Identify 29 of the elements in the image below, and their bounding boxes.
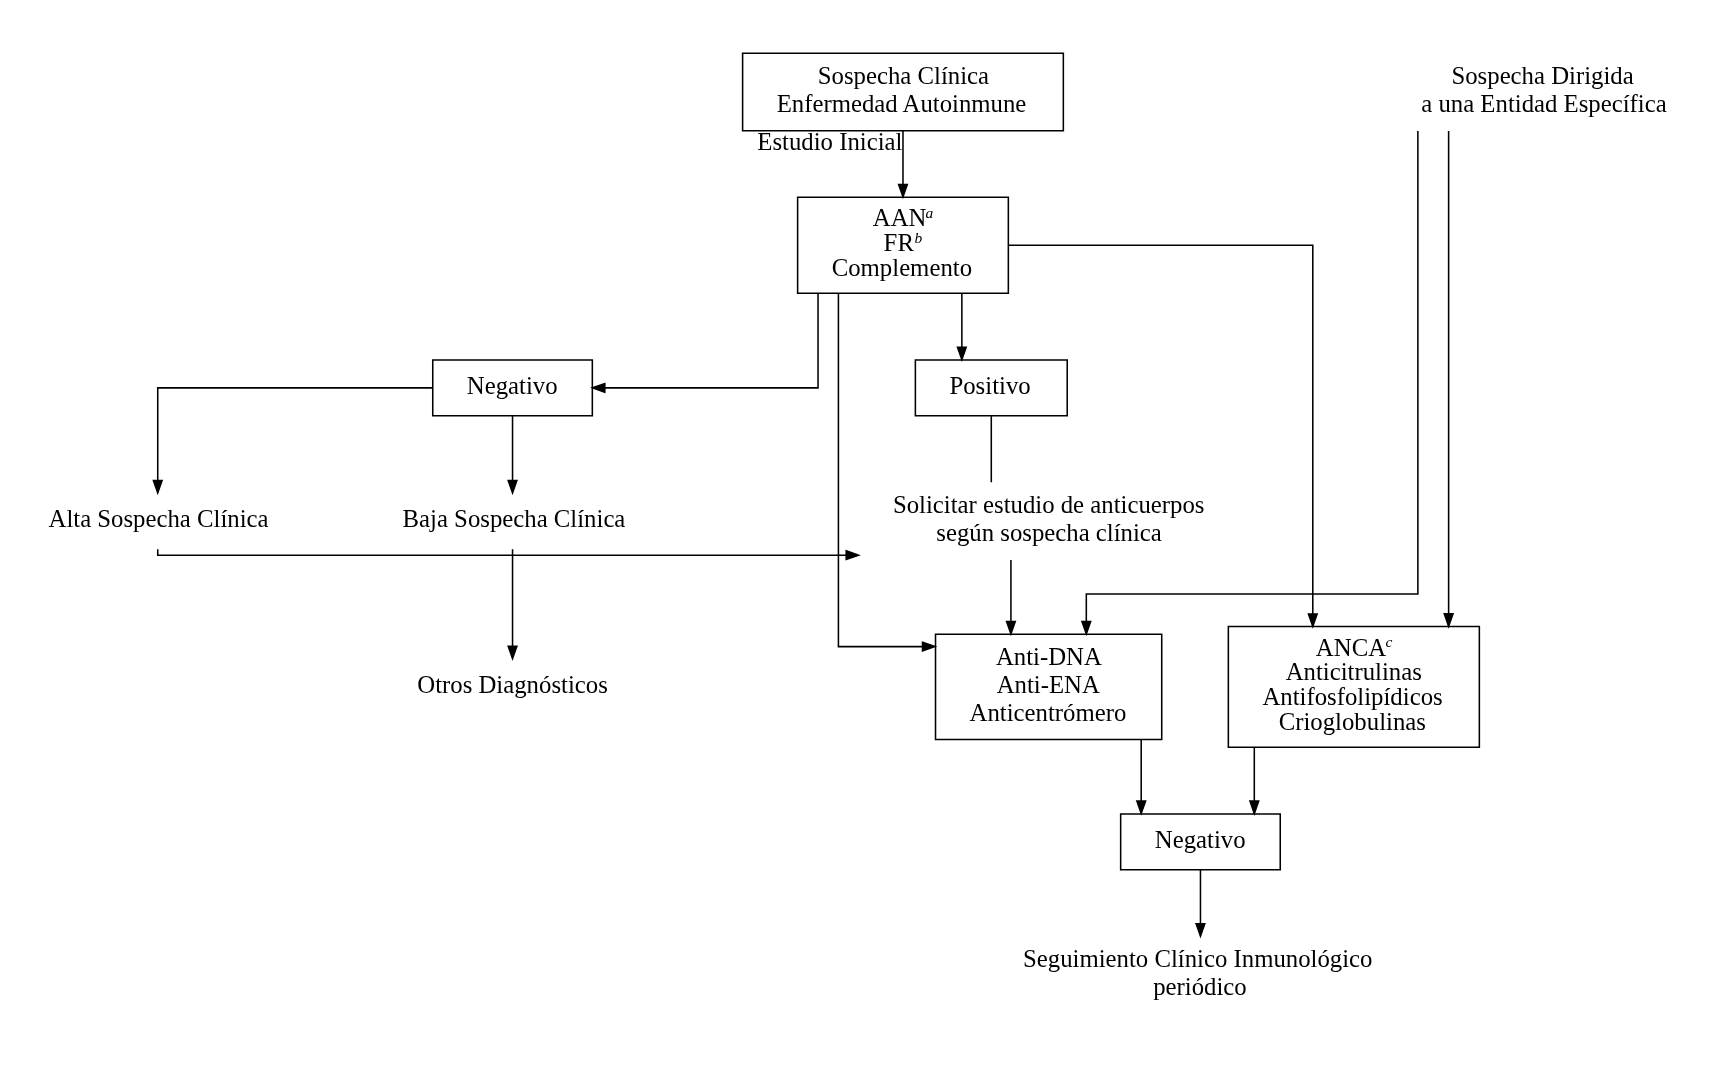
node-text: Alta Sospecha Clínica [48,504,269,532]
node-box: Negativo [1119,812,1282,870]
node-text: Solicitar estudio de anticuerpos según sospecha clínica [892,490,1205,546]
arrow [1080,129,1419,636]
node-text: Seguimiento Clínico Inmunológico periódico [1023,944,1373,1000]
arrow [956,292,968,362]
arrow [1007,244,1319,629]
arrow [507,547,518,661]
node-box: Sospecha Clínica Enfermedad Autoinmune [741,51,1065,131]
arrow [1248,746,1260,816]
arrow [156,548,861,561]
arrow [1443,129,1455,629]
connector [990,414,993,483]
arrow [1005,558,1017,636]
arrow [837,292,938,652]
arrow [152,386,434,495]
node-box: Negativo [431,358,594,417]
node-box: AAN$^{a}$ FR$^{b}$ Complemento [796,196,1010,294]
arrow [507,414,518,495]
node-text: Baja Sospecha Clínica [402,504,626,532]
arrow [1135,738,1147,816]
node-box: ANCA$^{c}$ Anticitrulinas Antifosfolipídicos Crioglobulinas [1227,625,1481,748]
node-text: Otros Diagnósticos [417,670,608,698]
node-box: Anti-DNA Anti-ENA Anticentrómero [934,632,1163,740]
node-text: Sospecha Dirigida a una Entidad Específica [1421,61,1667,117]
node-box: Positivo [914,358,1068,417]
arrow [1195,868,1206,939]
arrow [897,129,909,199]
arrow [590,292,819,393]
